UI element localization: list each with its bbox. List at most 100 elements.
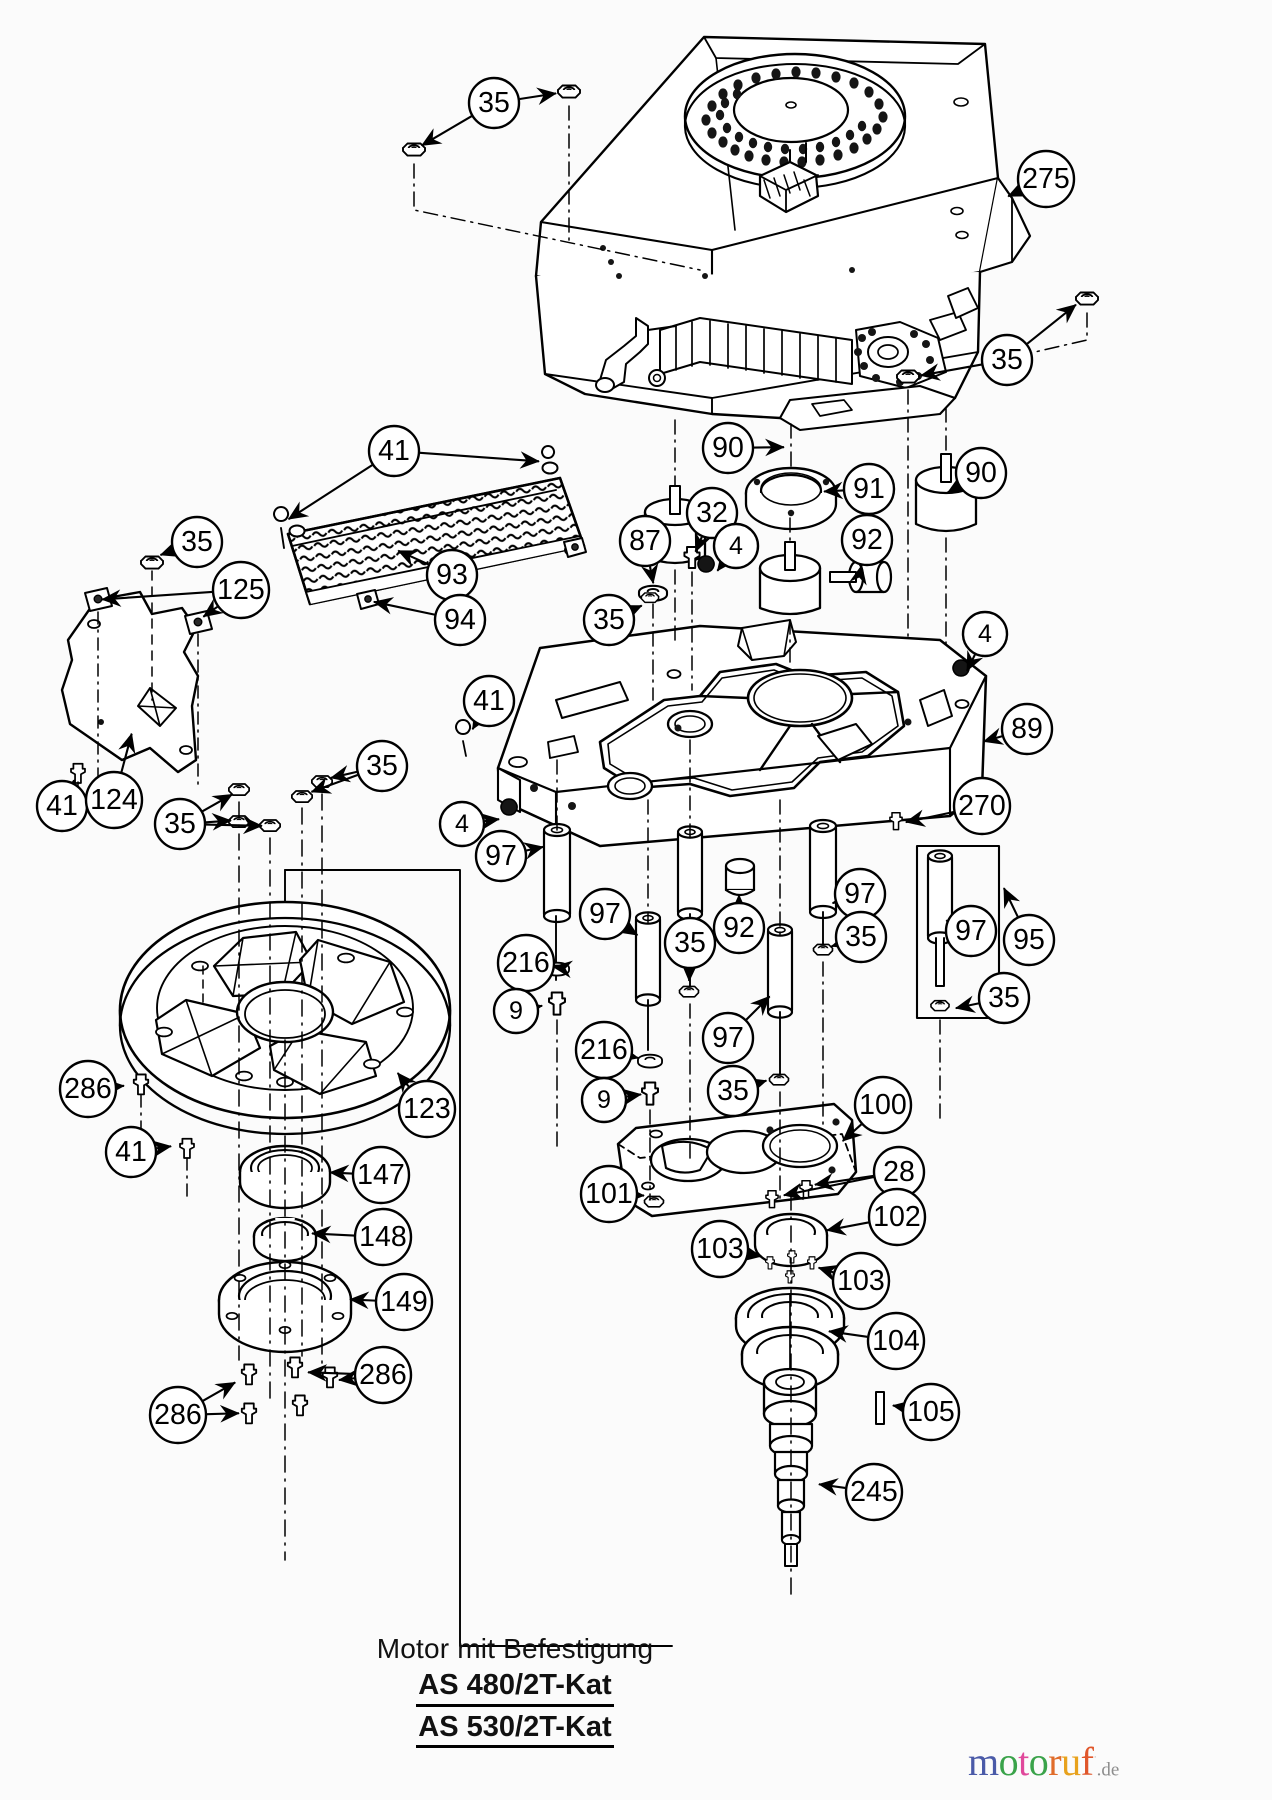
callout-97[interactable]: 97 bbox=[701, 1011, 755, 1065]
callout-circle bbox=[618, 514, 672, 568]
leader-line bbox=[640, 562, 659, 584]
callout-89[interactable]: 89 bbox=[1000, 702, 1054, 756]
callout-9[interactable]: 9 bbox=[580, 1076, 628, 1124]
callout-123[interactable]: 123 bbox=[397, 1079, 457, 1139]
callout-circle bbox=[104, 1125, 158, 1179]
callout-216[interactable]: 216 bbox=[496, 933, 556, 993]
callout-124[interactable]: 124 bbox=[84, 770, 144, 830]
callout-circle bbox=[397, 1079, 457, 1139]
leader-line bbox=[782, 1176, 874, 1201]
callout-103[interactable]: 103 bbox=[831, 1251, 891, 1311]
callout-number: 286 bbox=[359, 1359, 407, 1391]
leader-line bbox=[118, 732, 136, 773]
leader-line bbox=[372, 597, 435, 616]
leader-line bbox=[202, 1381, 236, 1402]
callout-35[interactable]: 35 bbox=[153, 797, 207, 851]
callout-104[interactable]: 104 bbox=[866, 1311, 926, 1371]
callout-94[interactable]: 94 bbox=[433, 593, 487, 647]
engine-assembly-275 bbox=[534, 35, 1032, 432]
deck-plate-89 bbox=[496, 619, 988, 848]
callout-125[interactable]: 125 bbox=[211, 560, 271, 620]
leader-line bbox=[206, 1404, 240, 1423]
callout-35[interactable]: 35 bbox=[170, 515, 224, 569]
callout-87[interactable]: 87 bbox=[618, 514, 672, 568]
callout-149[interactable]: 149 bbox=[374, 1272, 434, 1332]
callout-97[interactable]: 97 bbox=[578, 887, 632, 941]
callout-number: 41 bbox=[378, 435, 410, 467]
callout-number: 9 bbox=[509, 997, 523, 1025]
callout-286[interactable]: 286 bbox=[148, 1385, 208, 1445]
callout-4[interactable]: 4 bbox=[438, 800, 486, 848]
callout-286[interactable]: 286 bbox=[353, 1345, 413, 1405]
callout-148[interactable]: 148 bbox=[353, 1207, 413, 1267]
callout-number: 87 bbox=[629, 525, 661, 557]
callout-35[interactable]: 35 bbox=[834, 910, 888, 964]
leader-line bbox=[397, 549, 429, 567]
callout-286[interactable]: 286 bbox=[58, 1059, 118, 1119]
callout-circle bbox=[944, 904, 998, 958]
callout-circle bbox=[834, 910, 888, 964]
callout-93[interactable]: 93 bbox=[425, 548, 479, 602]
callout-number: 125 bbox=[217, 574, 265, 606]
leader-line bbox=[826, 1218, 869, 1236]
callout-4[interactable]: 4 bbox=[712, 522, 760, 570]
callout-number: 89 bbox=[1011, 713, 1043, 745]
leader-line bbox=[842, 1121, 863, 1142]
callout-35[interactable]: 35 bbox=[355, 739, 409, 793]
callout-number: 41 bbox=[473, 685, 505, 717]
leader-line bbox=[104, 1078, 125, 1097]
callout-41[interactable]: 41 bbox=[104, 1125, 158, 1179]
callout-275[interactable]: 275 bbox=[1016, 149, 1076, 209]
callout-90[interactable]: 90 bbox=[701, 421, 755, 475]
callout-41[interactable]: 41 bbox=[35, 779, 89, 833]
callout-92[interactable]: 92 bbox=[840, 513, 894, 567]
title-line-3: AS 530/2T-Kat bbox=[300, 1711, 730, 1749]
callout-35[interactable]: 35 bbox=[980, 333, 1034, 387]
leader-line bbox=[349, 1291, 376, 1310]
screws-41-grille bbox=[273, 445, 556, 549]
watermark-trademark: · bbox=[1093, 1752, 1097, 1764]
callout-35[interactable]: 35 bbox=[706, 1064, 760, 1118]
callout-103[interactable]: 103 bbox=[690, 1219, 750, 1279]
callout-number: 245 bbox=[850, 1476, 898, 1508]
callout-147[interactable]: 147 bbox=[351, 1145, 411, 1205]
callout-4[interactable]: 4 bbox=[961, 610, 1009, 658]
callout-32[interactable]: 32 bbox=[685, 486, 739, 540]
leader-line bbox=[521, 1000, 543, 1019]
callout-101[interactable]: 101 bbox=[579, 1164, 639, 1224]
callout-105[interactable]: 105 bbox=[901, 1382, 961, 1442]
callout-circle bbox=[84, 770, 144, 830]
callout-90[interactable]: 90 bbox=[954, 446, 1008, 500]
callout-91[interactable]: 91 bbox=[842, 462, 896, 516]
leader-line bbox=[966, 650, 984, 672]
callout-circle bbox=[211, 560, 271, 620]
callout-92[interactable]: 92 bbox=[712, 901, 766, 955]
watermark-letter: m bbox=[968, 1739, 999, 1785]
callout-245[interactable]: 245 bbox=[844, 1462, 904, 1522]
callout-35[interactable]: 35 bbox=[663, 916, 717, 970]
callout-number: 4 bbox=[455, 810, 469, 838]
leader-line bbox=[818, 1478, 846, 1496]
leader-line bbox=[1007, 180, 1030, 198]
callout-41[interactable]: 41 bbox=[367, 424, 421, 478]
callout-35[interactable]: 35 bbox=[977, 971, 1031, 1025]
callout-97[interactable]: 97 bbox=[474, 829, 528, 883]
callout-35[interactable]: 35 bbox=[467, 76, 521, 130]
callout-9[interactable]: 9 bbox=[492, 987, 540, 1035]
callout-35[interactable]: 35 bbox=[582, 593, 636, 647]
callout-97[interactable]: 97 bbox=[944, 904, 998, 958]
callout-216[interactable]: 216 bbox=[574, 1020, 634, 1080]
callout-41[interactable]: 41 bbox=[462, 674, 516, 728]
callout-102[interactable]: 102 bbox=[867, 1187, 927, 1247]
callout-number: 35 bbox=[164, 808, 196, 840]
callout-number: 95 bbox=[1013, 924, 1045, 956]
callout-100[interactable]: 100 bbox=[853, 1075, 913, 1135]
callout-number: 124 bbox=[90, 784, 138, 816]
callout-95[interactable]: 95 bbox=[1002, 913, 1056, 967]
callout-number: 94 bbox=[444, 604, 476, 636]
callout-270[interactable]: 270 bbox=[952, 776, 1012, 836]
callout-circle bbox=[1016, 149, 1076, 209]
callout-circle bbox=[712, 901, 766, 955]
